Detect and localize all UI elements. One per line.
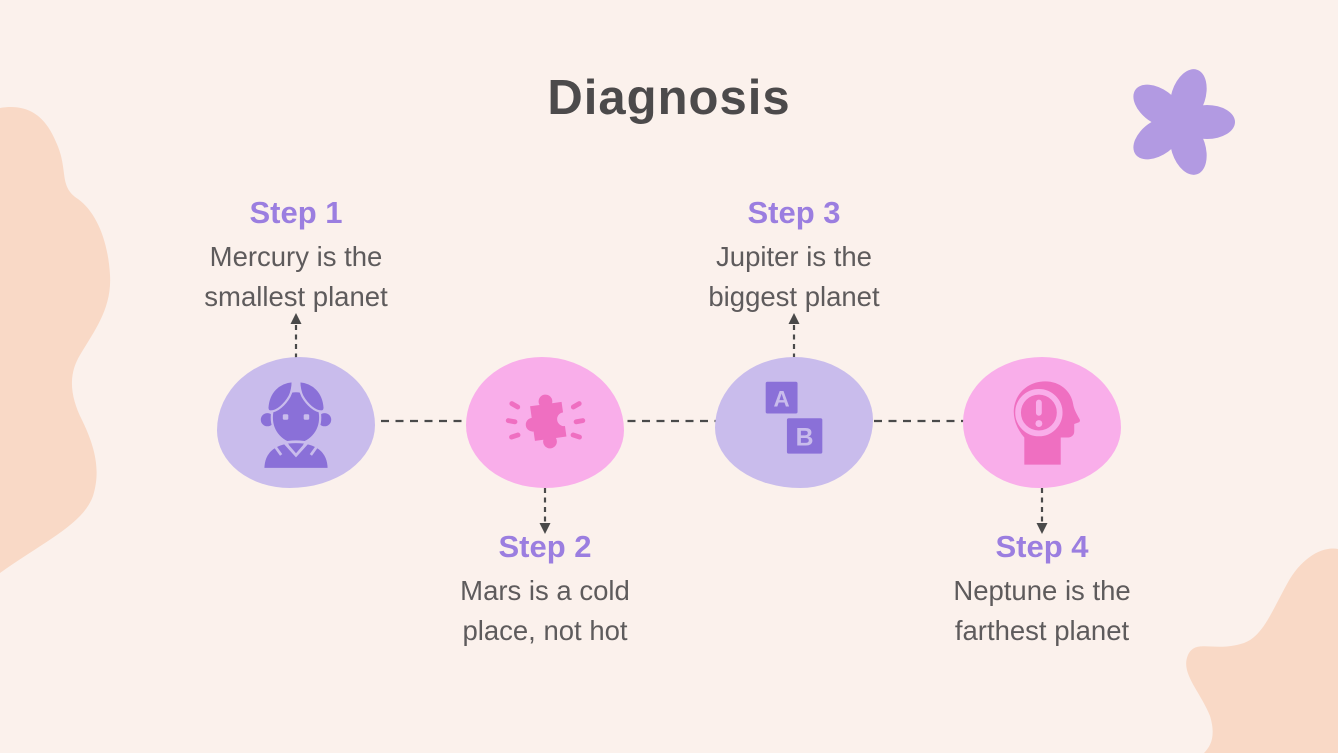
step-4-line1: Neptune is the <box>953 575 1131 606</box>
step-2-text: Step 2 Mars is a cold place, not hot <box>395 529 695 651</box>
step-1-circle <box>217 357 375 488</box>
letter-blocks-icon: A B <box>765 381 823 454</box>
head-alert-icon <box>1013 380 1080 465</box>
step-connector-line <box>294 419 1046 423</box>
step-2-circle <box>466 357 624 488</box>
patient-icon <box>260 379 332 471</box>
step-4-label: Step 4 <box>995 529 1089 564</box>
step-3-line2: biggest planet <box>708 281 880 312</box>
step-2-line2: place, not hot <box>462 615 628 646</box>
step-3-text: Step 3 Jupiter is the biggest planet <box>644 195 944 317</box>
step-4-text: Step 4 Neptune is the farthest planet <box>892 529 1192 651</box>
step-3-arrow-up-icon <box>788 313 800 359</box>
step-3-circle: A B <box>715 357 873 488</box>
svg-text:B: B <box>796 424 814 451</box>
flower-shape <box>1133 69 1235 175</box>
peach-blob-left <box>0 107 111 573</box>
peach-blob-bottom-right <box>1186 548 1338 753</box>
step-4-arrow-down-icon <box>1036 488 1048 534</box>
step-4-line2: farthest planet <box>954 615 1130 646</box>
page-title: Diagnosis <box>547 71 791 125</box>
step-1-arrow-up-icon <box>290 313 302 359</box>
step-1-text: Step 1 Mercury is the smallest planet <box>146 195 446 317</box>
step-2-arrow-down-icon <box>539 488 551 534</box>
step-1-label: Step 1 <box>249 195 343 230</box>
step-1-line2: smallest planet <box>204 281 388 312</box>
step-1-line1: Mercury is the <box>209 241 383 272</box>
puzzle-icon <box>505 394 586 448</box>
step-2-label: Step 2 <box>498 529 592 564</box>
step-3-line1: Jupiter is the <box>716 241 872 272</box>
svg-text:A: A <box>774 386 790 411</box>
step-3-label: Step 3 <box>747 195 841 230</box>
step-2-line1: Mars is a cold <box>460 575 630 606</box>
step-4-circle <box>963 357 1121 488</box>
